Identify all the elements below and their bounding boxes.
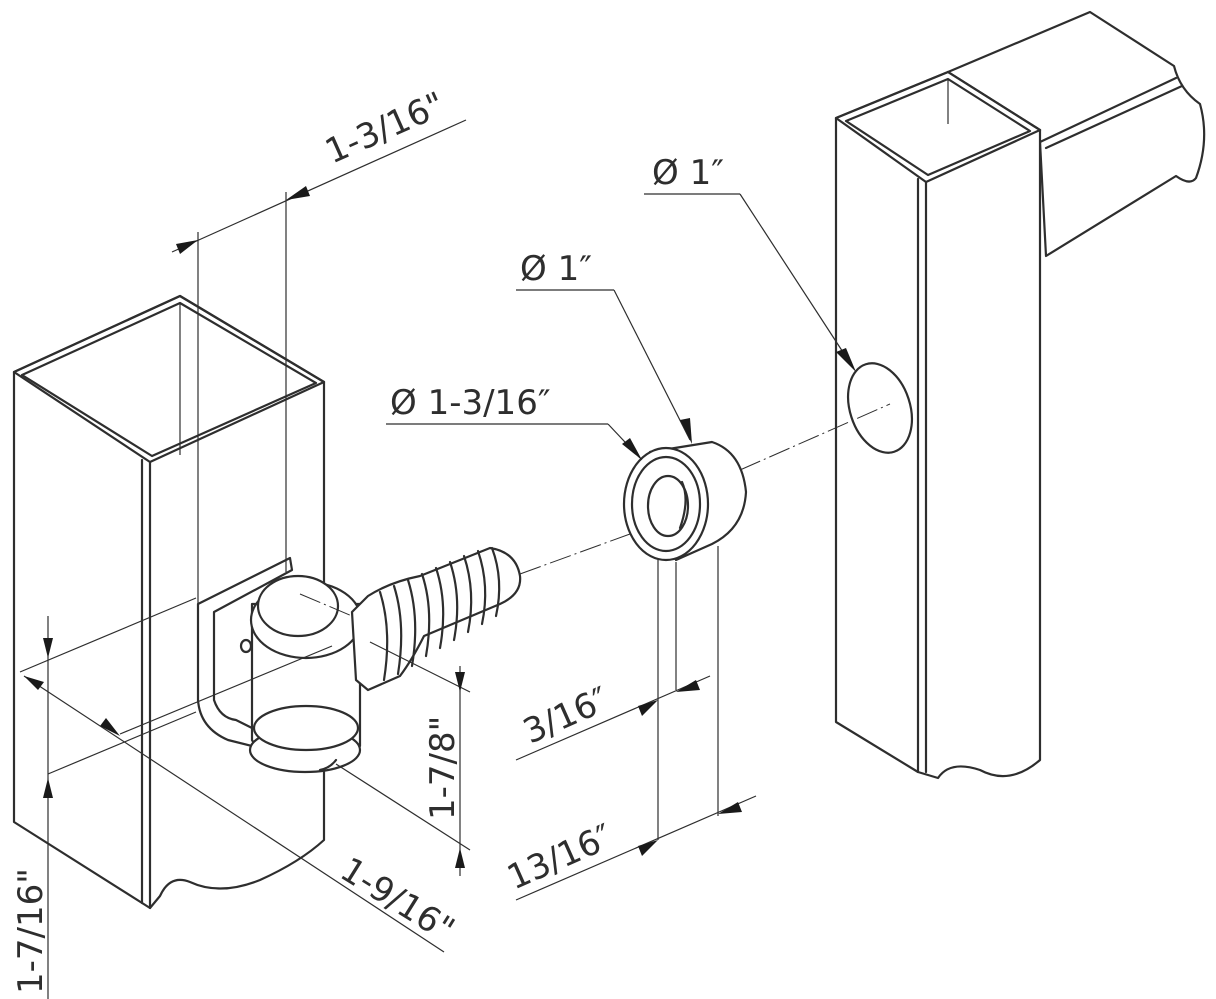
label-bushing-collar: 3/16″ xyxy=(517,679,615,752)
label-offset-height: 1-7/16" xyxy=(11,868,51,994)
label-bushing-length: 13/16″ xyxy=(501,817,618,899)
label-hinge-depth: 1-9/16" xyxy=(333,850,461,951)
label-post-width: 1-3/16" xyxy=(319,84,450,172)
bushing xyxy=(622,440,748,562)
dimension-bushing-inner-diameter: Ø 1″ xyxy=(516,249,692,444)
dimension-bushing-collar: 3/16″ xyxy=(515,560,711,840)
label-bushing-outer-diameter: Ø 1-3/16″ xyxy=(390,383,551,423)
left-square-post xyxy=(12,294,326,910)
label-bracket-height: 1-7/8" xyxy=(423,716,463,820)
label-bushing-inner-diameter: Ø 1″ xyxy=(520,249,592,289)
hinge-bracket xyxy=(196,556,363,774)
label-bearing-diameter: Ø 1″ xyxy=(652,153,724,193)
dimension-offset-height: 1-7/16" xyxy=(11,616,197,999)
dimension-bushing-outer-diameter: Ø 1-3/16″ xyxy=(386,383,642,460)
dimension-bearing-diameter: Ø 1″ xyxy=(644,153,856,372)
center-lines xyxy=(299,403,891,617)
right-post xyxy=(834,10,1206,780)
dimension-bracket-height: 1-7/8" xyxy=(335,641,471,876)
threaded-stud xyxy=(350,546,522,692)
